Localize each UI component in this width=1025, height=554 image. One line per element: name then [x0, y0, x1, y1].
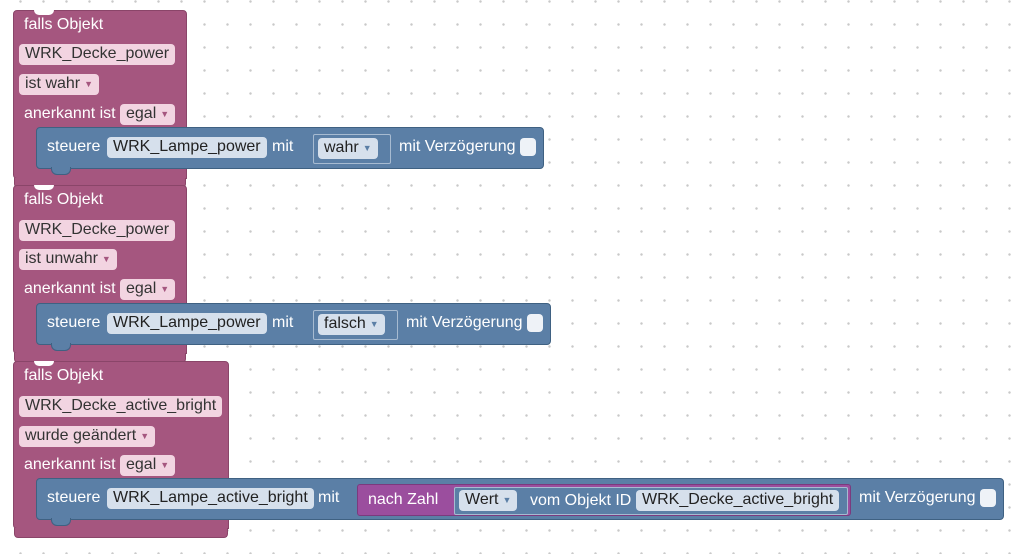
block-connector [51, 343, 71, 351]
ack-label: anerkannt ist [24, 105, 116, 122]
value-dropdown[interactable]: Wert▼ [459, 490, 518, 512]
value-slot: wahr▼ [313, 134, 391, 164]
ack-dropdown[interactable]: egal▼ [120, 279, 176, 301]
dropdown-arrow-icon: ▼ [84, 79, 94, 89]
delay-checkbox[interactable] [527, 314, 543, 332]
control-target-field[interactable]: WRK_Lampe_power [107, 313, 267, 334]
value-slot: falsch▼ [313, 310, 398, 340]
dropdown-arrow-icon: ▼ [362, 143, 372, 153]
trigger-bottom-bar [14, 528, 228, 538]
ack-label: anerkannt ist [24, 456, 116, 473]
with-label: mit [272, 138, 294, 155]
ack-value: egal [126, 280, 157, 298]
block-connector [51, 518, 71, 526]
trigger-condition-dropdown[interactable]: ist wahr▼ [19, 74, 100, 96]
condition-label: wurde geändert [25, 427, 137, 445]
dropdown-arrow-icon: ▼ [140, 431, 150, 441]
value-dropdown[interactable]: falsch▼ [318, 314, 385, 336]
value-label: wahr [324, 139, 359, 157]
source-label: vom Objekt ID [530, 492, 632, 509]
convert-to-number-block[interactable]: nach Zahl Wert▼ vom Objekt ID WRK_Decke_… [357, 484, 851, 516]
source-object-field[interactable]: WRK_Decke_active_bright [636, 490, 840, 511]
condition-label: ist wahr [25, 75, 81, 93]
control-label: steuere [47, 314, 101, 331]
block-notch [34, 10, 54, 15]
control-target-field[interactable]: WRK_Lampe_power [107, 137, 267, 158]
dropdown-arrow-icon: ▼ [160, 460, 170, 470]
control-label: steuere [47, 138, 101, 155]
convert-label: nach Zahl [368, 491, 439, 508]
value-label: falsch [324, 315, 366, 333]
control-block-1[interactable]: steuere WRK_Lampe_power mit wahr▼ mit Ve… [36, 127, 544, 175]
block-notch [34, 185, 54, 190]
trigger-object-field[interactable]: WRK_Decke_active_bright [19, 396, 223, 417]
ack-value: egal [126, 105, 157, 123]
with-label: mit [318, 489, 340, 506]
ack-dropdown[interactable]: egal▼ [120, 104, 176, 126]
dropdown-arrow-icon: ▼ [160, 109, 170, 119]
dropdown-arrow-icon: ▼ [369, 319, 379, 329]
dropdown-arrow-icon: ▼ [160, 284, 170, 294]
delay-label: mit Verzögerung [406, 314, 523, 331]
trigger-header: falls Objekt [24, 16, 104, 33]
condition-label: ist unwahr [25, 250, 98, 268]
block-connector [51, 167, 71, 175]
control-block-3[interactable]: steuere WRK_Lampe_active_bright mit nach… [36, 478, 1004, 526]
control-label: steuere [47, 489, 101, 506]
ack-value: egal [126, 456, 157, 474]
trigger-header: falls Objekt [24, 191, 104, 208]
dropdown-arrow-icon: ▼ [502, 495, 512, 505]
value-label: Wert [465, 491, 499, 509]
block-notch [34, 361, 54, 366]
get-value-block[interactable]: Wert▼ vom Objekt ID WRK_Decke_active_bri… [454, 487, 848, 515]
trigger-condition-dropdown[interactable]: wurde geändert▼ [19, 426, 156, 448]
with-label: mit [272, 314, 294, 331]
control-target-field[interactable]: WRK_Lampe_active_bright [107, 488, 314, 509]
control-block-2[interactable]: steuere WRK_Lampe_power mit falsch▼ mit … [36, 303, 551, 351]
trigger-condition-dropdown[interactable]: ist unwahr▼ [19, 249, 117, 271]
ack-dropdown[interactable]: egal▼ [120, 455, 176, 477]
delay-label: mit Verzögerung [399, 138, 516, 155]
delay-label: mit Verzögerung [859, 489, 976, 506]
ack-label: anerkannt ist [24, 280, 116, 297]
trigger-object-field[interactable]: WRK_Decke_power [19, 44, 176, 65]
trigger-object-field[interactable]: WRK_Decke_power [19, 220, 176, 241]
delay-checkbox[interactable] [980, 489, 996, 507]
delay-checkbox[interactable] [520, 138, 536, 156]
value-dropdown[interactable]: wahr▼ [318, 138, 378, 160]
trigger-header: falls Objekt [24, 367, 104, 384]
dropdown-arrow-icon: ▼ [101, 254, 111, 264]
